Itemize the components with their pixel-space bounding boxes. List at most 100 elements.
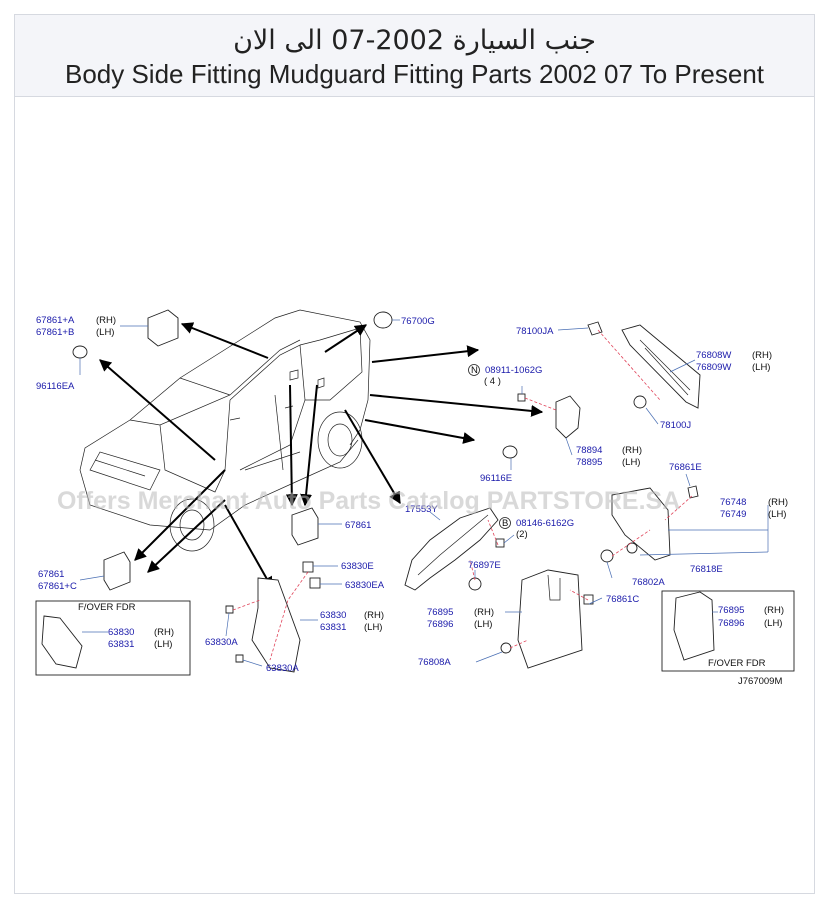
label-08146-qty: (2) xyxy=(516,529,528,540)
diagram-code: J767009M xyxy=(738,676,782,687)
label-76748-side: (RH) xyxy=(768,497,788,508)
label-inset-right-p1-side: (RH) xyxy=(764,605,784,616)
label-63830[interactable]: 63830 xyxy=(320,610,346,621)
label-inset-right-p2: 76896 xyxy=(718,618,744,629)
label-67861-lower[interactable]: 67861 xyxy=(38,569,64,580)
label-17553y[interactable]: 17553Y xyxy=(405,504,438,515)
label-78895[interactable]: 78895 xyxy=(576,457,602,468)
label-76700g[interactable]: 76700G xyxy=(401,316,435,327)
label-63830a-1[interactable]: 63830A xyxy=(205,637,238,648)
label-76808w-side: (RH) xyxy=(752,350,772,361)
label-08146[interactable]: 08146-6162G xyxy=(516,518,574,529)
mark-n-circle xyxy=(468,364,480,376)
part-78100ja-shape xyxy=(587,321,603,336)
label-78100j[interactable]: 78100J xyxy=(660,420,691,431)
label-08911-qty: ( 4 ) xyxy=(484,376,501,387)
page-frame xyxy=(14,14,815,894)
inset-right-mudguard-shape xyxy=(673,591,715,661)
label-78894[interactable]: 78894 xyxy=(576,445,602,456)
label-76808a[interactable]: 76808A xyxy=(418,657,451,668)
part-76748-shape xyxy=(611,487,671,561)
mark-b-circle xyxy=(499,517,511,529)
label-76809w-side: (LH) xyxy=(752,362,770,373)
watermark-text: Offers Merchant Auto Parts Catalog PARTS… xyxy=(57,487,680,515)
inset-left: F/OVER FDR 63830 (RH) 63831 (LH) xyxy=(35,600,191,676)
part-63830-shape xyxy=(251,577,301,673)
vehicle-illustration xyxy=(79,309,371,552)
label-67861[interactable]: 67861 xyxy=(345,520,371,531)
part-67861-shape xyxy=(291,507,319,546)
part-shapes xyxy=(72,309,701,673)
label-inset-left-p2-side: (LH) xyxy=(154,639,172,650)
label-inset-left-p1: 63830 xyxy=(108,627,134,638)
label-63830-side: (RH) xyxy=(364,610,384,621)
label-76802a[interactable]: 76802A xyxy=(632,577,665,588)
part-96116e-shape xyxy=(502,445,518,459)
label-inset-right-p1: 76895 xyxy=(718,605,744,616)
label-inset-left-p2: 63831 xyxy=(108,639,134,650)
title-bar: جنب السيارة 2002-07 الى الان Body Side F… xyxy=(14,14,815,97)
label-96116ea[interactable]: 96116EA xyxy=(36,381,75,392)
part-labels: 67861+A (RH) 67861+B (LH) 96116EA 76700G… xyxy=(36,315,788,687)
label-67861b[interactable]: 67861+B xyxy=(36,327,74,338)
label-63831[interactable]: 63831 xyxy=(320,622,346,633)
page-title-english: Body Side Fitting Mudguard Fitting Parts… xyxy=(64,59,765,89)
part-63830a-screw-2 xyxy=(235,654,244,663)
label-63830ea[interactable]: 63830EA xyxy=(345,580,385,591)
assembly-lines xyxy=(232,329,693,661)
label-63830e[interactable]: 63830E xyxy=(341,561,374,572)
inset-left-caption: F/OVER FDR xyxy=(78,602,136,613)
label-08911[interactable]: 08911-1062G xyxy=(485,365,542,376)
page-title-arabic: جنب السيارة 2002-07 الى الان xyxy=(233,25,596,56)
part-78100j-shape xyxy=(633,395,647,409)
label-67861a-side: (RH) xyxy=(96,315,116,326)
label-08146-mark: B xyxy=(502,518,508,529)
label-78894-side: (RH) xyxy=(622,445,642,456)
label-76896[interactable]: 76896 xyxy=(427,619,453,630)
label-76895[interactable]: 76895 xyxy=(427,607,453,618)
part-76861e-shape xyxy=(687,485,699,499)
label-76748[interactable]: 76748 xyxy=(720,497,746,508)
label-76861c[interactable]: 76861C xyxy=(606,594,639,605)
label-76897e[interactable]: 76897E xyxy=(468,560,501,571)
label-78100ja[interactable]: 78100JA xyxy=(516,326,554,337)
pointer-arrows xyxy=(99,322,544,590)
part-76818e-shape xyxy=(626,542,638,554)
label-76808w[interactable]: 76808W xyxy=(696,350,731,361)
part-67861c-shape xyxy=(103,551,131,591)
part-96116ea-shape xyxy=(72,345,88,359)
label-76896-side: (LH) xyxy=(474,619,492,630)
label-inset-left-p1-side: (RH) xyxy=(154,627,174,638)
inset-right-caption: F/OVER FDR xyxy=(708,658,766,669)
label-inset-right-p2-side: (LH) xyxy=(764,618,782,629)
part-76895-shape xyxy=(517,569,583,669)
label-76818e[interactable]: 76818E xyxy=(690,564,723,575)
label-76749[interactable]: 76749 xyxy=(720,509,746,520)
part-76808a-shape xyxy=(500,642,512,654)
label-63830a-2[interactable]: 63830A xyxy=(266,663,299,674)
label-67861c[interactable]: 67861+C xyxy=(38,581,77,592)
part-63830e-shape xyxy=(302,561,314,573)
label-96116e[interactable]: 96116E xyxy=(480,473,512,484)
part-67861a-shape xyxy=(147,309,179,347)
label-76749-side: (LH) xyxy=(768,509,786,520)
label-63831-side: (LH) xyxy=(364,622,382,633)
part-63830ea-shape xyxy=(309,577,321,589)
label-08911-mark: N xyxy=(471,365,478,376)
inset-right: 76895 (RH) 76896 (LH) F/OVER FDR xyxy=(661,590,795,672)
label-76809w[interactable]: 76809W xyxy=(696,362,731,373)
part-17553y-shape xyxy=(404,507,499,591)
label-78895-side: (LH) xyxy=(622,457,640,468)
inset-left-mudguard-shape xyxy=(41,615,83,669)
leader-lines xyxy=(79,319,769,667)
label-67861a[interactable]: 67861+A xyxy=(36,315,75,326)
part-63830a-screw-1 xyxy=(225,605,234,614)
label-76861e[interactable]: 76861E xyxy=(669,462,702,473)
label-76895-side: (RH) xyxy=(474,607,494,618)
part-76861c-shape xyxy=(583,594,594,605)
part-76802a-shape xyxy=(600,549,614,563)
part-76808w-shape xyxy=(621,324,701,409)
part-78894-shape xyxy=(555,395,581,439)
label-67861b-side: (LH) xyxy=(96,327,114,338)
